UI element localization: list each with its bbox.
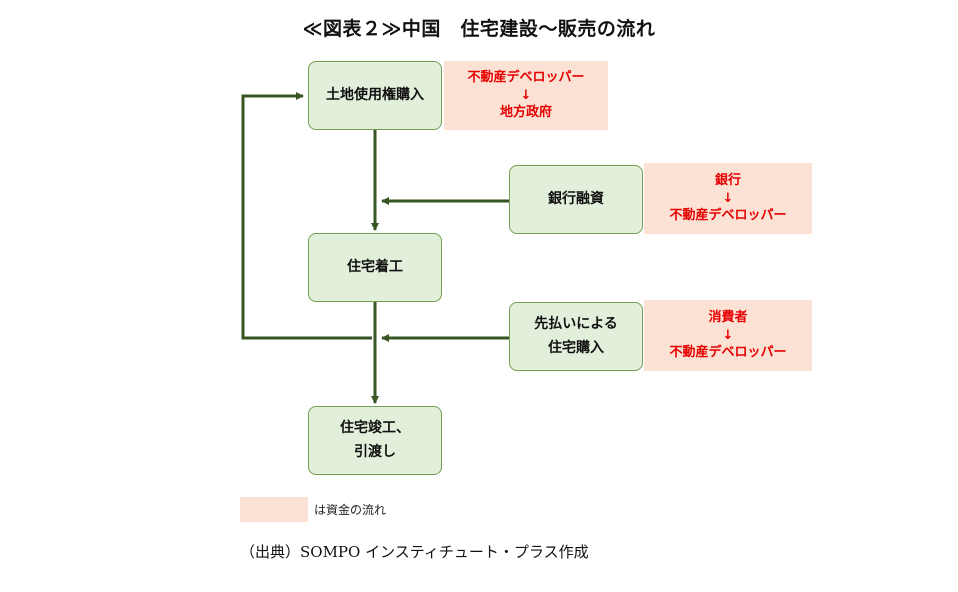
bank-note-from: 銀行 xyxy=(714,173,741,189)
down-arrow-icon: ↓ xyxy=(520,87,532,103)
down-arrow-icon: ↓ xyxy=(722,327,734,343)
bank-finance-box: 銀行融資 xyxy=(509,165,643,234)
land-note-from: 不動産デベロッパー xyxy=(467,70,585,86)
construction-start-box: 住宅着工 xyxy=(308,233,442,302)
down-arrow-icon: ↓ xyxy=(722,190,734,206)
land-fund-flow-note: 不動産デベロッパー ↓ 地方政府 xyxy=(444,61,608,130)
presale-note-from: 消費者 xyxy=(708,310,748,326)
presale-purchase-box: 先払いによる 住宅購入 xyxy=(509,302,643,371)
source-note: （出典）SOMPO インスティチュート・プラス作成 xyxy=(240,543,589,561)
completion-label-line2: 引渡し xyxy=(354,443,396,460)
land-note-to: 地方政府 xyxy=(499,105,552,121)
presale-label-line1: 先払いによる xyxy=(534,315,618,332)
land-purchase-label: 土地使用権購入 xyxy=(326,86,424,103)
presale-label-line2: 住宅購入 xyxy=(548,339,604,356)
bank-fund-flow-note: 銀行 ↓ 不動産デベロッパー xyxy=(644,163,812,234)
arrow-feedback-loop xyxy=(241,92,372,340)
bank-note-to: 不動産デベロッパー xyxy=(669,208,787,224)
presale-note-to: 不動産デベロッパー xyxy=(669,345,787,361)
legend-swatch xyxy=(240,497,308,522)
presale-fund-flow-note: 消費者 ↓ 不動産デベロッパー xyxy=(644,300,812,371)
land-purchase-box: 土地使用権購入 xyxy=(308,61,442,130)
legend-label: は資金の流れ xyxy=(314,503,387,517)
bank-finance-label: 銀行融資 xyxy=(548,190,604,207)
completion-label-line1: 住宅竣工、 xyxy=(340,419,410,436)
completion-handover-box: 住宅竣工、 引渡し xyxy=(308,406,442,475)
diagram-title: ≪図表２≫中国 住宅建設～販売の流れ xyxy=(302,18,656,40)
construction-start-label: 住宅着工 xyxy=(347,258,403,275)
